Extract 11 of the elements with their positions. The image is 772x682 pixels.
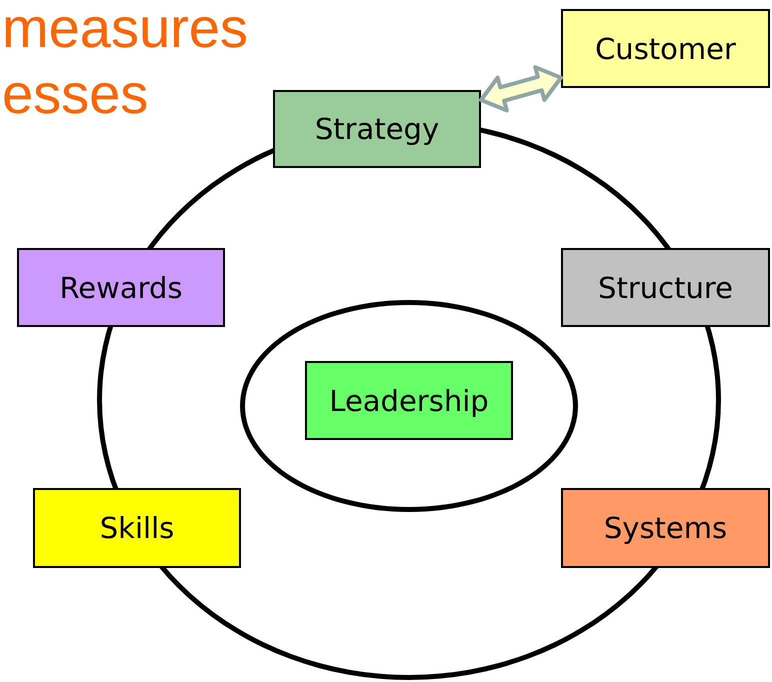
label-box: Leadership [305, 361, 513, 440]
label-box: Rewards [17, 248, 225, 327]
label-box: Skills [33, 488, 241, 568]
label-box: Structure [561, 248, 770, 327]
label-box: Strategy [273, 90, 481, 168]
inner-ring [240, 300, 578, 512]
heading-text: esses [2, 66, 148, 122]
double-arrow [479, 65, 563, 112]
label-box: Systems [561, 488, 770, 568]
heading-text: measures [2, 0, 248, 56]
label-box: Customer [561, 9, 770, 88]
